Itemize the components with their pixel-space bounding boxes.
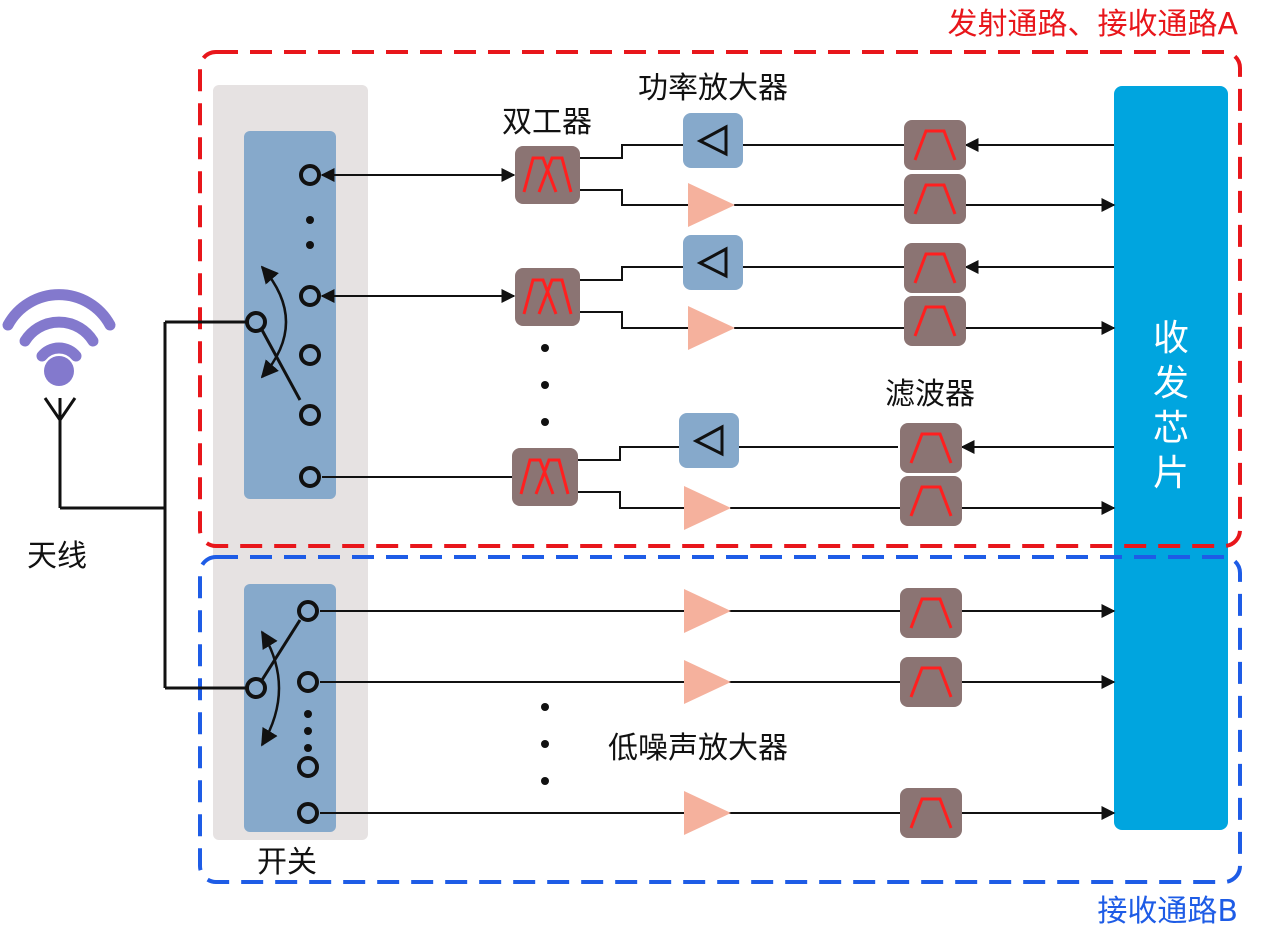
bandpass-filter-icon bbox=[904, 120, 966, 170]
switch-panel-b bbox=[244, 584, 336, 832]
lna-label: 低噪声放大器 bbox=[608, 731, 788, 766]
lna-triangles bbox=[684, 183, 735, 835]
amplifier-triangle-icon bbox=[684, 660, 731, 704]
bandpass-filter-icon bbox=[904, 296, 966, 346]
duplexer-icon bbox=[515, 268, 580, 326]
bandpass-filter-icon bbox=[900, 657, 962, 707]
antenna-label: 天线 bbox=[27, 539, 87, 574]
path-b-label: 接收通路B bbox=[1097, 894, 1238, 929]
bandpass-filter-icon bbox=[900, 476, 962, 526]
bandpass-filter-icon bbox=[900, 588, 962, 638]
path-a-label: 发射通路、接收通路A bbox=[947, 7, 1238, 42]
transceiver-chip-label-1: 收 bbox=[1153, 318, 1189, 359]
duplexer-label: 双工器 bbox=[502, 105, 592, 140]
bandpass-filter-icon bbox=[904, 174, 966, 224]
duplexer-icon bbox=[512, 448, 578, 506]
switch-label: 开关 bbox=[257, 845, 317, 880]
amplifier-triangle-icon bbox=[684, 486, 731, 530]
bandpass-filter-icon bbox=[904, 243, 966, 293]
filter-label: 滤波器 bbox=[885, 377, 975, 412]
bandpass-filter-icon bbox=[900, 423, 962, 473]
ellipsis-dots bbox=[541, 344, 549, 785]
transceiver-chip-label-4: 片 bbox=[1153, 453, 1189, 494]
path-b-border bbox=[198, 555, 1242, 884]
amplifier-triangle-icon bbox=[688, 183, 735, 227]
path-b-wires bbox=[320, 604, 1116, 820]
switch-a-dots bbox=[306, 216, 314, 249]
path-a-border bbox=[198, 50, 1242, 548]
amplifier-triangle-icon bbox=[679, 413, 739, 468]
wifi-antenna-icon bbox=[2, 289, 116, 508]
transceiver-chip bbox=[1114, 86, 1228, 830]
amplifier-triangle-icon bbox=[683, 113, 743, 168]
transceiver-chip-label-3: 芯 bbox=[1153, 408, 1189, 449]
path-a-wires bbox=[320, 138, 1116, 515]
bandpass-filter-icon bbox=[900, 788, 962, 838]
filters bbox=[900, 120, 966, 838]
duplexer-icon bbox=[515, 146, 580, 204]
amplifier-triangle-icon bbox=[688, 306, 735, 350]
power-amplifier-label: 功率放大器 bbox=[638, 71, 788, 106]
amplifier-triangle-icon bbox=[683, 235, 743, 290]
transceiver-chip-label-2: 发 bbox=[1153, 363, 1189, 404]
switch-b-dots bbox=[304, 710, 312, 752]
antenna-feed-line bbox=[60, 320, 246, 690]
switch-b bbox=[245, 600, 319, 824]
switch-a bbox=[245, 164, 321, 488]
amplifier-triangle-icon bbox=[684, 791, 731, 835]
amplifier-triangle-icon bbox=[684, 589, 731, 633]
